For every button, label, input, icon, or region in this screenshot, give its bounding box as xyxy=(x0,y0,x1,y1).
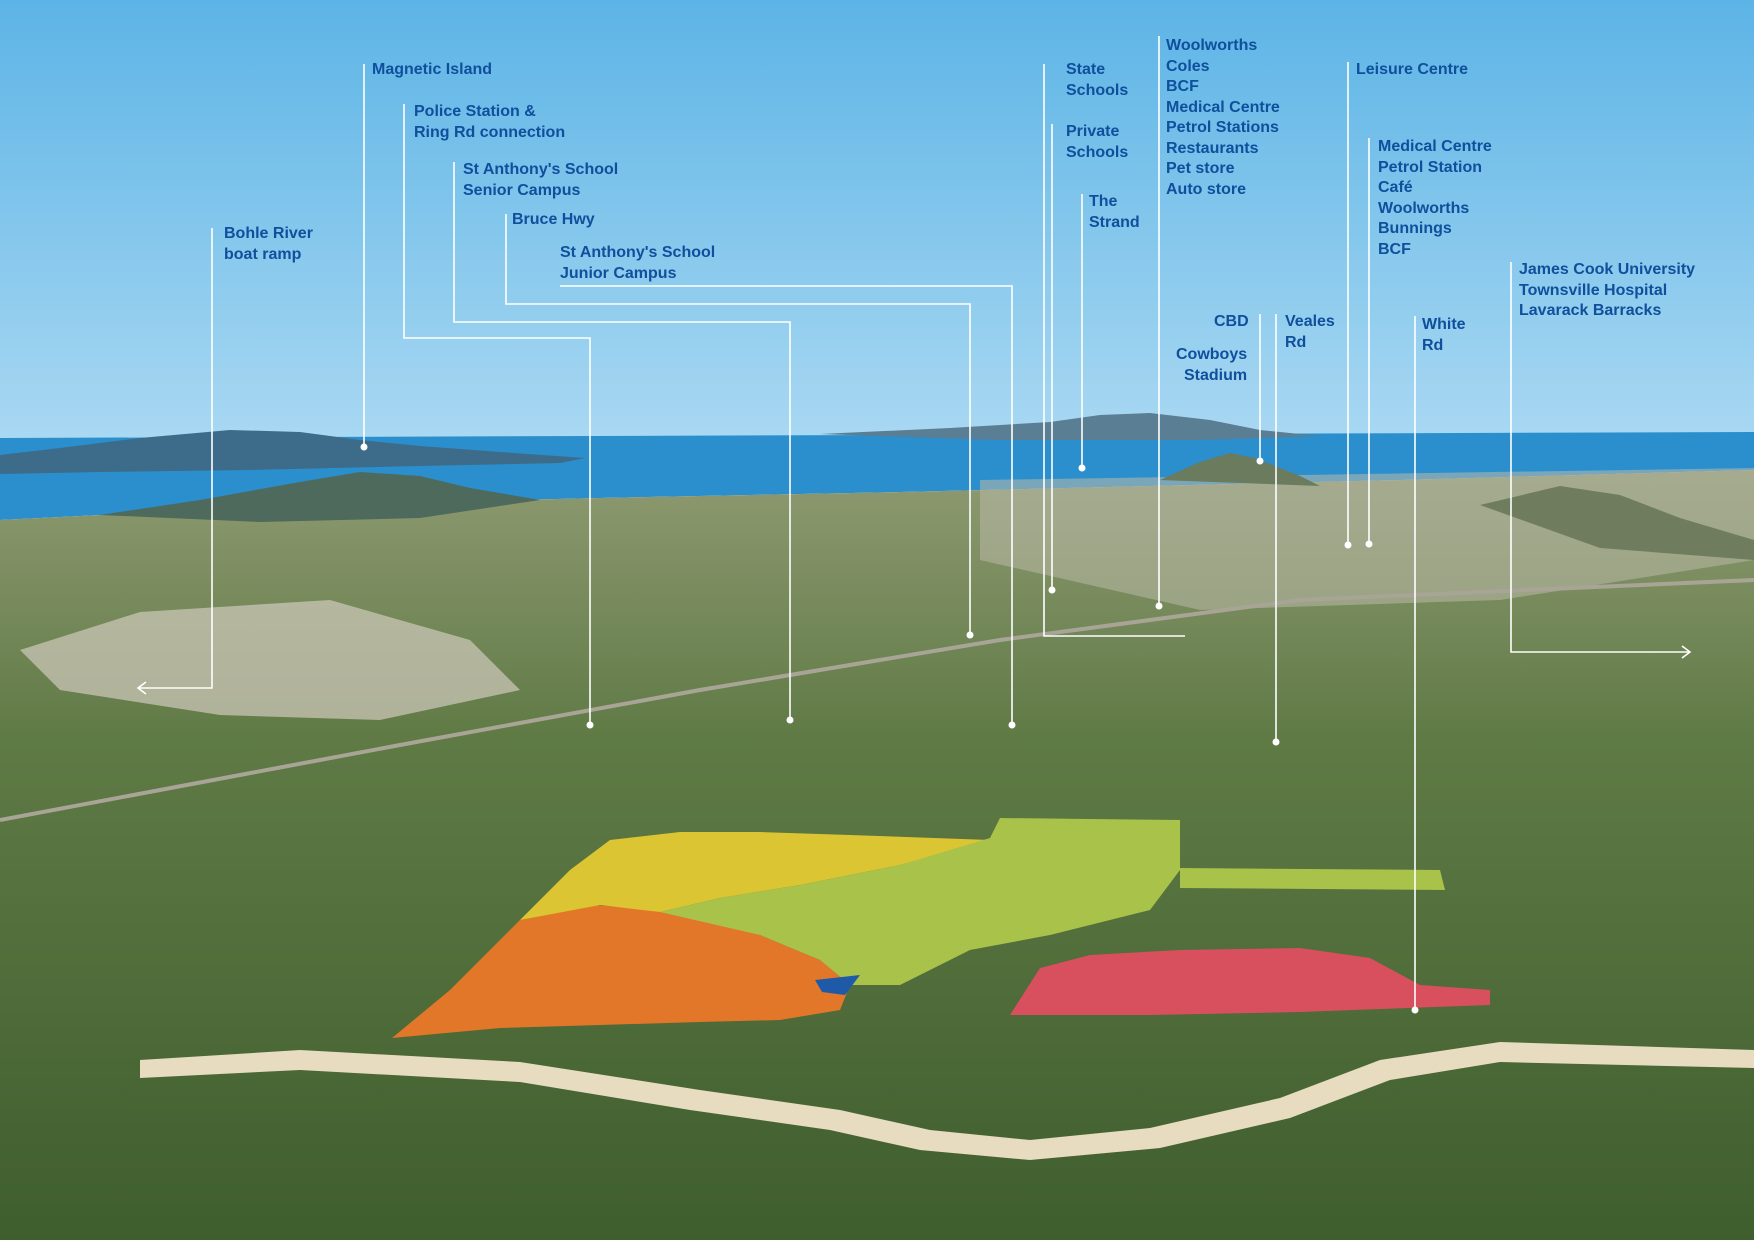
label-cbd: CBD xyxy=(1214,313,1249,330)
cape-pallarenda-hills xyxy=(100,472,540,522)
leader-st-anthony-senior xyxy=(453,162,791,720)
pin-st-anthony-junior-icon xyxy=(1008,721,1016,729)
pin-police-station-icon xyxy=(586,721,594,729)
pin-magnetic-island-icon xyxy=(360,443,368,451)
sky xyxy=(0,0,1754,440)
pin-cbd-icon xyxy=(1256,457,1264,465)
stage-orange xyxy=(392,905,850,1038)
stage-green-road-strip xyxy=(1180,868,1445,890)
pin-shopping-centre-1-icon xyxy=(1155,602,1163,610)
leader-bohle-river xyxy=(138,228,213,689)
leader-jcu xyxy=(1510,262,1690,653)
distant-island xyxy=(820,413,1320,440)
pin-white-rd-icon xyxy=(1411,1006,1419,1014)
mount-stuart xyxy=(1480,486,1754,560)
leader-st-anthony-junior xyxy=(560,285,1013,725)
leader-state-schools xyxy=(1043,64,1185,637)
leader-bruce-hwy xyxy=(505,214,971,635)
pin-the-strand-icon xyxy=(1078,464,1086,472)
castle-hill xyxy=(1160,453,1320,486)
stage-blue xyxy=(815,975,860,995)
pin-bruce-hwy-icon xyxy=(966,631,974,639)
pin-private-schools-icon xyxy=(1048,586,1056,594)
label-leisure-centre: Leisure Centre xyxy=(1356,61,1469,78)
pin-st-anthony-senior-icon xyxy=(786,716,794,724)
magnetic-island xyxy=(0,430,585,474)
leader-lines xyxy=(138,36,1690,1010)
river xyxy=(140,1042,1754,1160)
leader-markers xyxy=(136,443,1692,1014)
stage-red xyxy=(1010,948,1490,1015)
pin-shopping-centre-2-icon xyxy=(1365,540,1373,548)
label-magnetic-island: Magnetic Island xyxy=(372,61,493,78)
stage-green xyxy=(660,818,1180,985)
label-bruce-hwy: Bruce Hwy xyxy=(512,211,595,228)
label-police-station: Police Station &Ring Rd connection xyxy=(414,103,566,141)
leader-police-station xyxy=(403,104,591,725)
arrow-left-icon xyxy=(136,681,147,695)
bruce-highway-road xyxy=(0,578,1754,822)
pin-veales-rd-icon xyxy=(1272,738,1280,746)
arrow-right-icon xyxy=(1681,645,1692,659)
stage-yellow xyxy=(520,832,990,920)
suburb-left xyxy=(20,600,520,720)
pin-leisure-centre-icon xyxy=(1344,541,1352,549)
